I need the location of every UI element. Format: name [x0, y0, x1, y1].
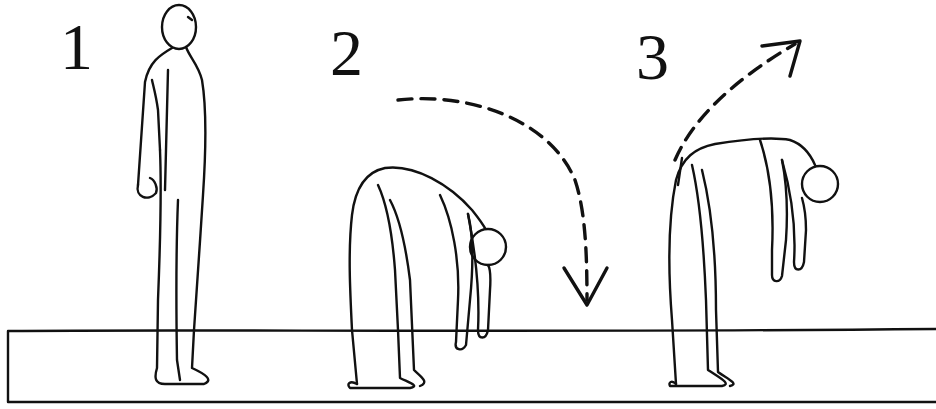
motion-arrow-down	[398, 99, 587, 300]
rising-figure	[669, 138, 838, 386]
callout-number: 1	[60, 14, 93, 80]
callout-number: 3	[636, 24, 669, 90]
standing-figure	[138, 5, 209, 384]
arrowhead	[762, 41, 800, 76]
bent-figure	[348, 168, 506, 388]
motion-arrow-up	[675, 44, 795, 160]
arrowhead	[564, 268, 607, 305]
callout-number: 2	[330, 20, 363, 86]
floor	[8, 329, 936, 402]
